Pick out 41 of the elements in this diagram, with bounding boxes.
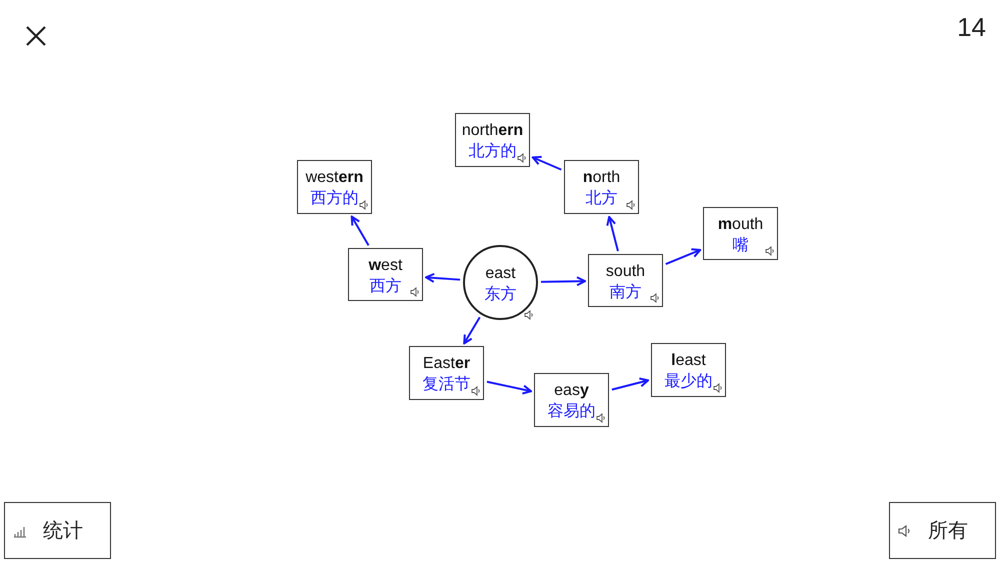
english-word: west <box>368 257 402 275</box>
english-word: northern <box>462 122 524 140</box>
arrow <box>350 216 370 246</box>
arrow <box>532 156 562 171</box>
english-word: mouth <box>718 216 764 234</box>
word-card <box>455 113 530 167</box>
word-card <box>348 248 423 301</box>
word-card <box>534 373 609 427</box>
arrow <box>606 216 619 252</box>
english-word: easy <box>554 382 589 400</box>
word-card <box>297 160 372 214</box>
chinese-meaning: 西方的 <box>310 188 358 209</box>
chinese-meaning: 北方 <box>586 188 618 209</box>
chinese-meaning: 复活节 <box>422 374 470 395</box>
english-word: south <box>606 263 646 281</box>
word-card <box>564 160 639 214</box>
chinese-meaning: 容易的 <box>548 402 596 422</box>
chinese-meaning: 东方 <box>484 284 516 305</box>
arrow <box>486 380 532 394</box>
english-word: least <box>671 352 706 370</box>
english-word: north <box>582 169 620 187</box>
english-word: western <box>306 169 364 187</box>
arrow <box>665 248 702 265</box>
page-number: 14 <box>957 12 986 43</box>
arrow <box>612 377 650 391</box>
chinese-meaning: 嘴 <box>732 236 748 256</box>
chinese-meaning: 北方的 <box>468 142 516 162</box>
button-label: 统计 <box>43 519 83 544</box>
chinese-meaning: 西方 <box>370 276 402 297</box>
button-label: 所有 <box>928 519 968 544</box>
word-card <box>409 346 484 400</box>
word-card <box>703 207 778 260</box>
word-card <box>588 254 663 307</box>
arrow <box>463 316 481 344</box>
arrow <box>540 276 586 286</box>
chinese-meaning: 南方 <box>610 282 642 303</box>
english-word: east <box>485 265 516 283</box>
word-card <box>651 343 726 397</box>
chinese-meaning: 最少的 <box>664 372 712 392</box>
arrow <box>425 272 460 283</box>
english-word: Easter <box>422 355 470 373</box>
